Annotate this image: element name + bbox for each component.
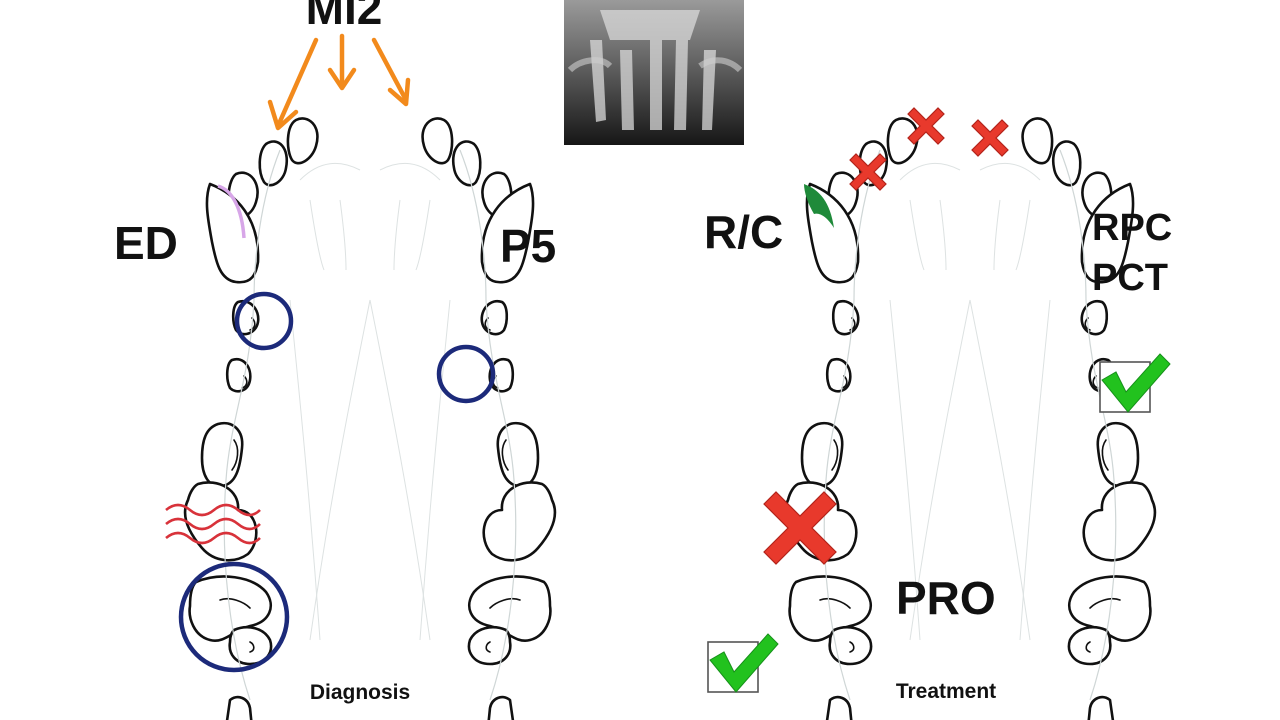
- green-check-icon: [1099, 353, 1171, 413]
- treatment-chart: [783, 117, 1157, 720]
- wavy-line-icon: [165, 503, 261, 545]
- green-check-icon: [707, 633, 779, 693]
- red-x-icon: [763, 491, 837, 565]
- xray-image: [564, 0, 744, 145]
- p5-label: P5: [500, 220, 556, 272]
- rpc-label: RPC: [1092, 207, 1172, 249]
- enamel-defect-mark: [217, 184, 246, 239]
- treatment-caption: Treatment: [896, 680, 996, 703]
- diagnosis-caption: Diagnosis: [310, 681, 410, 704]
- pct-label: PCT: [1092, 257, 1168, 299]
- pro-label: PRO: [896, 572, 996, 624]
- red-x-icon: [849, 153, 887, 191]
- orange-arrow-icon: [267, 33, 411, 131]
- circle-marker-icon: [234, 291, 294, 351]
- red-x-icon: [971, 119, 1009, 157]
- circle-marker-icon: [178, 561, 290, 673]
- circle-marker-icon: [436, 344, 496, 404]
- rc-label: R/C: [704, 206, 783, 258]
- red-x-icon: [907, 107, 945, 145]
- root-canal-fill: [804, 184, 834, 228]
- ed-label: ED: [114, 217, 178, 269]
- diagnosis-chart: [183, 117, 557, 720]
- mi2-label: MI2: [306, 0, 383, 34]
